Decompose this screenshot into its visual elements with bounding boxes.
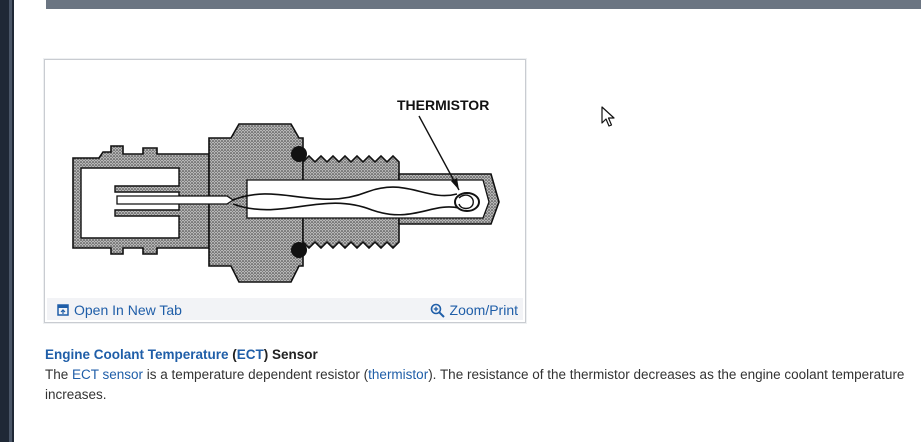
caption-body-rest: ). The resistance of the thermistor decr… (45, 367, 905, 402)
caption-heading: Engine Coolant Temperature (ECT) Sensor (45, 345, 905, 365)
zoom-print-link[interactable]: Zoom/Print (430, 302, 518, 318)
thermistor-inner (458, 194, 474, 210)
ect-abbrev-link[interactable]: ECT (236, 347, 264, 362)
caption-body: The ECT sensor is a temperature dependen… (45, 365, 905, 405)
top-header-bar (46, 0, 921, 9)
caption-body-mid: is a temperature dependent resistor ( (143, 367, 369, 382)
o-ring-bottom (291, 242, 307, 258)
sensor-diagram[interactable]: THERMISTOR (47, 62, 523, 298)
figure-container: THERMISTOR Open In New Tab Zoom/Print (44, 59, 526, 323)
callout-leader (418, 115, 460, 191)
terminal-pin (116, 195, 235, 205)
caption-body-prefix: The (45, 367, 73, 382)
open-in-new-tab-icon (57, 304, 69, 316)
lead-wire-lower (232, 202, 460, 216)
figure-caption: Engine Coolant Temperature (ECT) Sensor … (45, 345, 905, 405)
figure-toolbar: Open In New Tab Zoom/Print (47, 298, 523, 320)
thermistor-link[interactable]: thermistor (368, 367, 429, 382)
zoom-print-label: Zoom/Print (449, 302, 518, 318)
open-in-new-tab-label: Open In New Tab (74, 302, 182, 318)
callout-arrowhead (451, 178, 459, 190)
lead-wire-upper (232, 186, 458, 201)
mouse-pointer-icon (601, 106, 615, 127)
probe-cavity (246, 179, 490, 219)
window-left-edge (0, 0, 14, 442)
open-in-new-tab-link[interactable]: Open In New Tab (57, 302, 182, 318)
caption-heading-paren: ( (228, 347, 237, 362)
zoom-in-icon (430, 303, 445, 318)
o-ring-top (291, 146, 307, 162)
callout-label: THERMISTOR (397, 97, 489, 113)
sensor-diagram-svg: THERMISTOR (72, 97, 500, 283)
caption-heading-suffix: ) Sensor (263, 347, 318, 362)
ect-sensor-link[interactable]: ECT sensor (72, 367, 144, 382)
engine-coolant-temperature-link[interactable]: Engine Coolant Temperature (45, 347, 229, 362)
